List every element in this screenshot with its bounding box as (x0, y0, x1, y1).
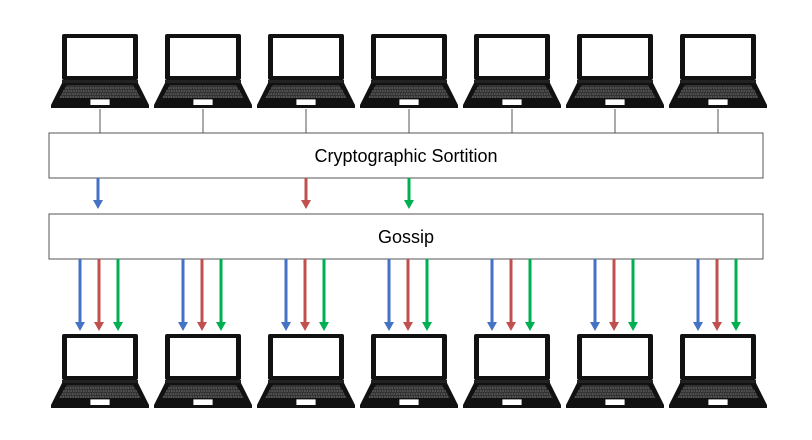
gossip-arrow-green (216, 259, 226, 331)
sortition-arrows (93, 178, 414, 209)
gossip-arrow-blue (178, 259, 188, 331)
laptop-icon (256, 33, 356, 109)
gossip-arrow-blue (384, 259, 394, 331)
gossip-arrow-red (197, 259, 207, 331)
laptop-icon (153, 33, 253, 109)
gossip-arrow-blue (590, 259, 600, 331)
top-nodes (50, 33, 768, 109)
gossip-arrow-blue (75, 259, 85, 331)
laptop-icon (50, 33, 150, 109)
gossip-box: Gossip (48, 213, 764, 260)
bottom-nodes (50, 333, 768, 409)
gossip-arrow-blue (281, 259, 291, 331)
gossip-arrow-green (319, 259, 329, 331)
sortition-arrow-red (301, 178, 311, 209)
laptop-icon (153, 333, 253, 409)
gossip-arrow-green (525, 259, 535, 331)
gossip-arrows (75, 259, 741, 331)
laptop-icon (668, 333, 768, 409)
laptop-icon (50, 333, 150, 409)
sortition-label: Cryptographic Sortition (314, 146, 497, 166)
gossip-arrow-red (300, 259, 310, 331)
gossip-arrow-green (113, 259, 123, 331)
gossip-arrow-blue (693, 259, 703, 331)
gossip-arrow-red (506, 259, 516, 331)
node-connectors (99, 109, 719, 133)
sortition-arrow-green (404, 178, 414, 209)
cryptographic-sortition-box: Cryptographic Sortition (48, 132, 764, 179)
laptop-icon (565, 333, 665, 409)
laptop-icon (462, 33, 562, 109)
laptop-icon (565, 33, 665, 109)
sortition-arrow-blue (93, 178, 103, 209)
laptop-icon (359, 33, 459, 109)
laptop-icon (462, 333, 562, 409)
gossip-arrow-green (731, 259, 741, 331)
gossip-arrow-red (94, 259, 104, 331)
gossip-label: Gossip (378, 227, 434, 247)
gossip-arrow-blue (487, 259, 497, 331)
laptop-icon (256, 333, 356, 409)
gossip-arrow-red (712, 259, 722, 331)
gossip-arrow-red (403, 259, 413, 331)
gossip-arrow-green (422, 259, 432, 331)
gossip-arrow-green (628, 259, 638, 331)
gossip-arrow-red (609, 259, 619, 331)
laptop-icon (668, 33, 768, 109)
laptop-icon (359, 333, 459, 409)
